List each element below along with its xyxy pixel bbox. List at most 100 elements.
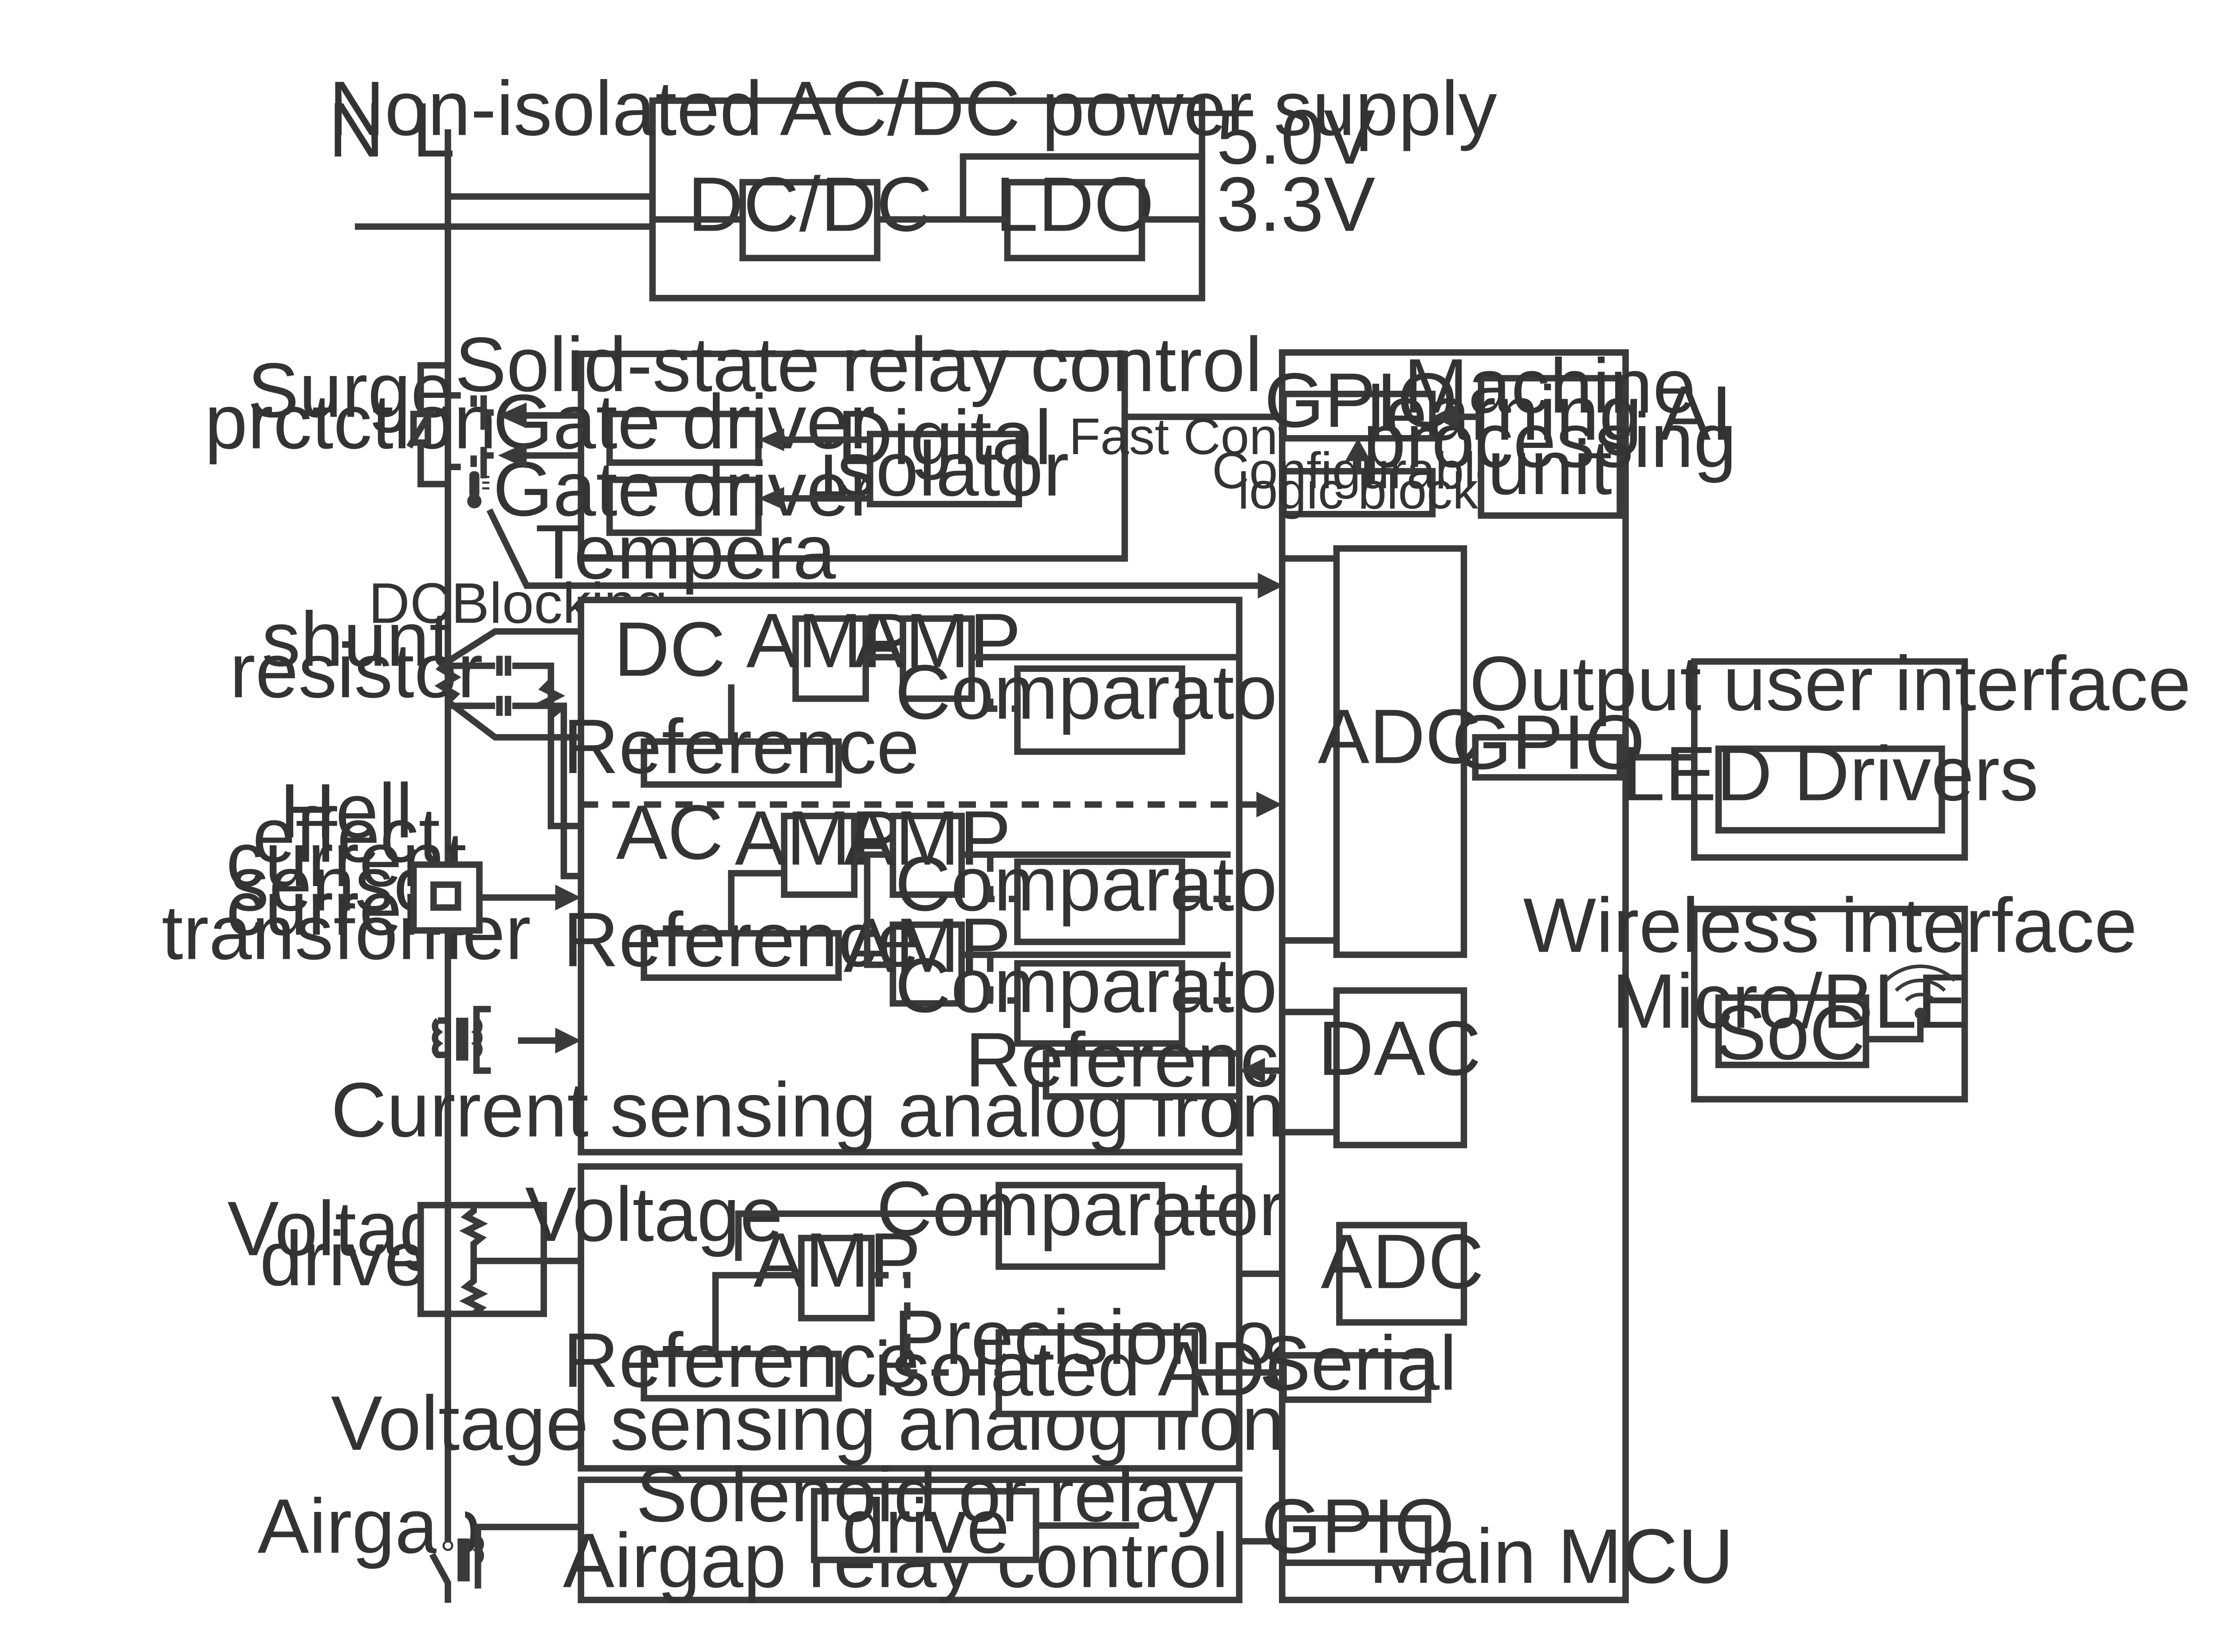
power-supply-title: Non-isolated AC/DC power supply <box>329 65 1497 151</box>
dc-comparator-label: Comparator <box>895 649 1303 735</box>
resistor-icon-2 <box>536 679 566 718</box>
surge-label-line2: prctction <box>204 378 496 465</box>
wifi-icon <box>1884 964 1956 1019</box>
arrow-to-gate-driver-1 <box>758 428 784 451</box>
voltage-comparator-label: Comparator <box>877 1165 1285 1252</box>
ac-amp-3-label: AMP <box>844 902 1011 989</box>
ac-amp-1-label: AMP <box>735 795 902 881</box>
dcdc-box <box>739 179 881 262</box>
dc-reference-box <box>641 738 842 788</box>
voltage-driver: Voltage driver <box>228 1185 802 1317</box>
digital-isolator-box <box>867 431 1022 507</box>
dc-path-label: DC <box>614 606 726 692</box>
current-afe-title: Current sensing analog front-end <box>331 1067 1461 1153</box>
arrow-to-gate-driver-2 <box>758 487 784 510</box>
gate-driver-2-box <box>606 476 762 536</box>
gpio-mid-label: GPIO <box>1452 698 1645 785</box>
led-drivers-label: LED Drivers <box>1622 730 2038 816</box>
hall-label-line2: effect <box>252 792 440 878</box>
dc-amp-2-label: AMP <box>853 597 1021 683</box>
arrow-to-adc <box>1256 792 1282 818</box>
voltage-comparator-box <box>995 1181 1165 1270</box>
power-supply-block: Non-isolated AC/DC power supply DC/DC LD… <box>329 65 1497 302</box>
solenoid-label-line2: drive <box>842 1483 1010 1569</box>
gpio-top-label: GPIO <box>1264 357 1458 443</box>
dc-amp-1-box <box>792 615 869 702</box>
arrow-config-to-gpio <box>1345 438 1371 461</box>
wireless-block: Wireless interface Micro/BLE SoC <box>1523 882 2137 1103</box>
temperature-label: Tempera <box>535 508 836 595</box>
adc-second-box <box>1336 1222 1467 1326</box>
gate-driver-2-label: Gate driver <box>493 445 875 532</box>
output-ui-block: Output user interface LED Drivers <box>1469 640 2191 861</box>
voltage-afe-title: Voltage sensing analog front-end <box>331 1380 1461 1466</box>
current-afe-block: Current sensing analog front-end DC AC A… <box>331 596 1461 1156</box>
airgap-control-block: Airgap relay control Solenoid or relay d… <box>563 1451 1284 1604</box>
dac-reference-box <box>1042 1050 1243 1100</box>
adc-main-label: ADC <box>1318 693 1481 780</box>
dac-box <box>1333 987 1467 1149</box>
neutral-label: N <box>328 86 384 173</box>
arrow-to-switch-2 <box>498 442 527 469</box>
gpio-top-box <box>1280 391 1436 442</box>
voltage-reference-label: Reference <box>563 1317 920 1403</box>
varistor-icon <box>406 362 448 487</box>
main-mcu-frame <box>1279 349 1629 1603</box>
voltage-afe-block: Voltage sensing analog front-end Voltage… <box>331 1163 1461 1472</box>
ac-amp-3-box <box>889 921 965 1007</box>
airgap: Airgap <box>258 1483 814 1603</box>
ac-reference-label: Reference <box>563 896 920 983</box>
relay-coil-icon <box>457 1523 494 1589</box>
ac-comparator-2-box <box>1014 960 1185 1047</box>
soc-box <box>1715 994 1869 1068</box>
ac-amp-2-label: AMP <box>844 795 1011 881</box>
precision-adc-label-line2: isolated ADC <box>874 1325 1321 1412</box>
gate-driver-1-box <box>606 411 762 466</box>
wireless-title: Wireless interface <box>1523 882 2137 968</box>
arrow-ml-to-gpio <box>1432 404 1459 430</box>
relay-switch-icon <box>448 392 494 479</box>
ml-unit-label-line2: learning AI <box>1367 370 1732 456</box>
gpio-bottom-label: GPIO <box>1262 1483 1455 1569</box>
gate-driver-1-label: Gate driver <box>493 378 875 465</box>
dc-reference-label: Reference <box>563 703 920 789</box>
output-3v3-label: 3.3V <box>1216 161 1375 247</box>
hall-sensor: Hell effect current sensor current trans… <box>161 767 581 1074</box>
capacitor-icon <box>496 655 511 716</box>
hall-label-line1: Hell <box>280 767 413 854</box>
soc-label-line2: SoC <box>1715 989 1865 1075</box>
dac-reference-label: Reference <box>965 1016 1322 1103</box>
precision-adc-label-line1: Precision or <box>893 1294 1302 1380</box>
dac-label: DAC <box>1318 1005 1481 1091</box>
digital-isolator-label-line1: Digital <box>837 394 1052 480</box>
dc-comparator-box <box>1014 665 1185 755</box>
surge-protection: Surge prctction <box>204 347 496 509</box>
ac-reference-box <box>641 930 842 981</box>
dc-amp-1-label: AMP <box>746 597 913 683</box>
ac-path-label: AC <box>616 789 724 875</box>
serial-label: Serial <box>1259 1319 1457 1406</box>
arrow-dac-reference <box>1239 1058 1265 1084</box>
gpio-bottom-box <box>1280 1515 1431 1566</box>
dcdc-label: DC/DC <box>688 161 932 247</box>
ldo-label: LDO <box>995 161 1154 247</box>
arrow-transformer <box>555 1028 581 1054</box>
shunt-label-line1: shunt <box>262 596 451 682</box>
arrow-temperature <box>1258 573 1284 599</box>
config-logic-label-line2: logic block <box>1238 462 1479 519</box>
transformer-icon <box>432 1006 491 1074</box>
serial-box <box>1280 1352 1431 1403</box>
relay-control-title: Solid-state relay control <box>455 321 1262 408</box>
ml-unit-label-line4: unit <box>1487 424 1612 510</box>
adc-main-box <box>1333 545 1467 958</box>
ml-unit-box <box>1478 375 1623 519</box>
arrow-to-switch-1 <box>498 402 527 428</box>
thermometer-icon <box>467 471 490 509</box>
resistor-icon <box>434 659 461 704</box>
output-ui-title: Output user interface <box>1469 640 2191 726</box>
ml-unit-label-line3: processing <box>1363 397 1736 483</box>
soc-label-line1: Micro/BLE <box>1612 957 1968 1044</box>
relay-control-block: Solid-state relay control Gate driver Ga… <box>455 321 1262 562</box>
arrow-hall-sensor <box>555 884 581 910</box>
